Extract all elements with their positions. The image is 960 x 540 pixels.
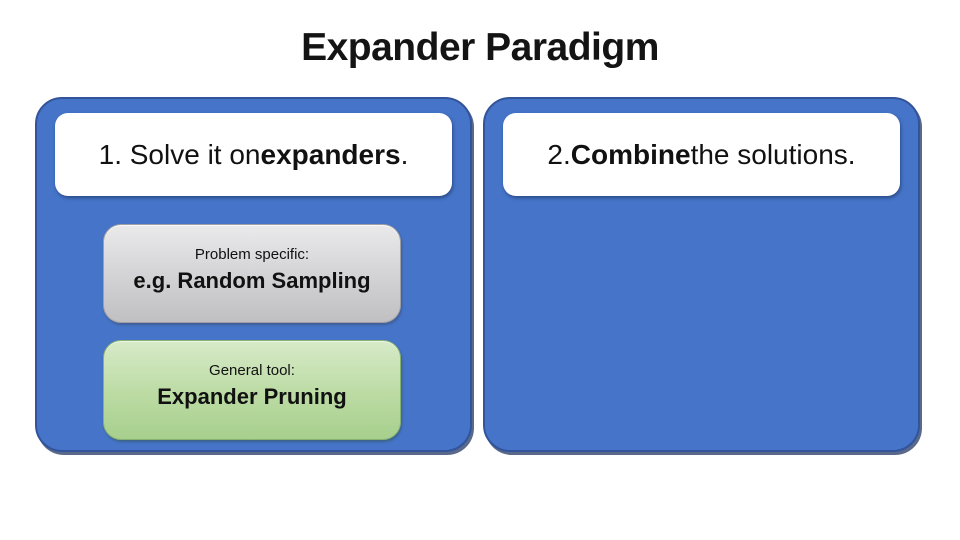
step2-card: 2. Combine the solutions.	[503, 113, 900, 196]
problem-specific-label: Problem specific:	[194, 246, 310, 263]
general-tool-label: General tool:	[209, 362, 295, 379]
step1-text-prefix: 1. Solve it on	[98, 138, 261, 170]
problem-specific-text: e.g. Random Sampling	[133, 268, 371, 293]
step1-text-emphasis: expanders	[260, 138, 401, 170]
general-tool-box: General tool: Expander Pruning	[103, 340, 401, 440]
panel-step1: 1. Solve it on expanders. Problem specif…	[35, 97, 472, 452]
step2-text-suffix: the solutions.	[690, 138, 856, 170]
step2-text-prefix: 2.	[547, 138, 571, 170]
step2-text-emphasis: Combine	[570, 138, 691, 170]
step1-text-suffix: .	[400, 138, 409, 170]
panel-step2: 2. Combine the solutions.	[483, 97, 920, 452]
problem-specific-box: Problem specific: e.g. Random Sampling	[103, 224, 401, 323]
slide-title: Expander Paradigm	[301, 26, 659, 69]
step1-card: 1. Solve it on expanders.	[55, 113, 452, 196]
general-tool-text: Expander Pruning	[157, 384, 347, 409]
